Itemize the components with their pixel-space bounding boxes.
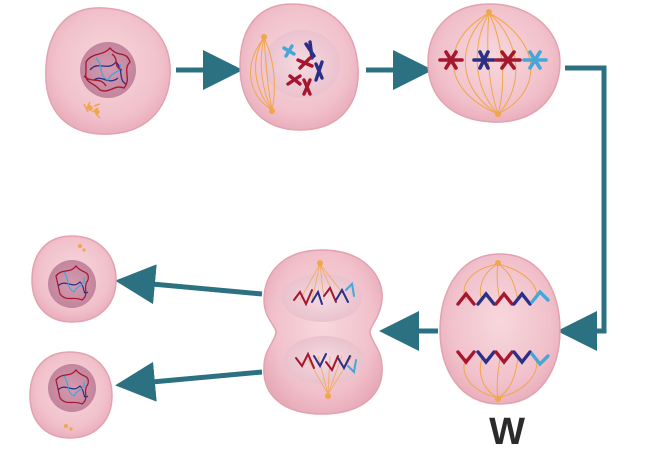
separating-chromatids (456, 289, 550, 367)
prophase-cell (239, 3, 359, 131)
telophase-cell (263, 249, 383, 415)
aligned-chromosomes (438, 50, 548, 70)
decondensing-chromosomes (293, 281, 357, 375)
arrow-telophase-to-daughter-top (115, 264, 263, 305)
nucleus-top (282, 274, 362, 322)
spindle-fibers (299, 263, 353, 395)
anaphase-cell (439, 253, 561, 405)
spindle-fibers (452, 12, 532, 115)
centrosome (486, 9, 501, 117)
centrosome (83, 101, 101, 119)
daughter-cell-bottom (29, 351, 113, 439)
spindle-fibers (463, 263, 538, 399)
spindle-fibers (250, 37, 275, 111)
stage-label-w: W (489, 411, 525, 453)
interphase-cell (45, 7, 171, 135)
arrow-telophase-to-daughter-bottom (115, 361, 263, 402)
nucleus (48, 364, 96, 412)
chromatin (55, 369, 89, 405)
process-arrows (115, 50, 607, 402)
chromatin (83, 46, 131, 92)
centrosome (64, 424, 73, 431)
metaphase-cell (427, 3, 561, 123)
condensed-chromosomes (282, 40, 324, 96)
centrosome (495, 260, 501, 402)
chromatin (55, 265, 89, 301)
nucleus (48, 260, 96, 308)
arrow-metaphase-to-anaphase (557, 65, 607, 351)
centrosome (261, 34, 275, 114)
centrosome (78, 244, 86, 252)
centrosome (317, 260, 331, 399)
daughter-cell-top (31, 235, 117, 323)
